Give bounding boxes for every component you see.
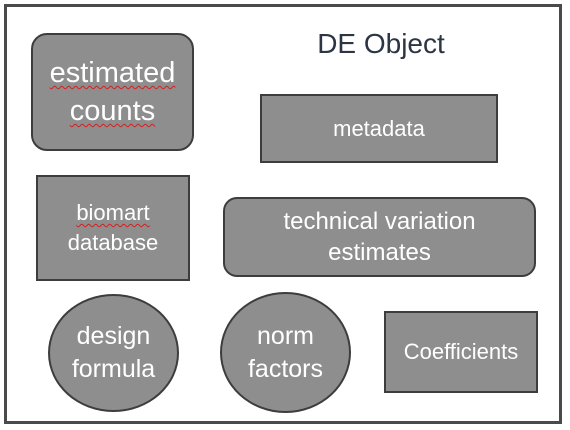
biomart-database-label: biomart database	[68, 198, 159, 258]
estimated-counts-line-1: estimated	[49, 57, 176, 89]
biomart-database-line-2: database	[67, 230, 159, 255]
technical-variation-estimates-label: technical variation estimates	[283, 206, 475, 268]
estimated-counts-label: estimated counts	[50, 54, 176, 130]
technical-variation-line-2: estimates	[328, 239, 431, 266]
norm-factors-label: norm factors	[248, 320, 323, 386]
norm-factors-line-1: norm	[257, 321, 314, 350]
estimated-counts-node: estimated counts	[31, 33, 194, 151]
coefficients-label: Coefficients	[403, 339, 519, 364]
coefficients-node: Coefficients	[384, 311, 538, 393]
metadata-label: metadata	[333, 115, 425, 141]
norm-factors-line-2: factors	[247, 354, 324, 383]
biomart-database-line-1: biomart	[76, 200, 150, 225]
design-formula-line-1: design	[76, 322, 151, 350]
technical-variation-estimates-node: technical variation estimates	[223, 197, 536, 277]
design-formula-node: design formula	[48, 294, 179, 412]
design-formula-line-2: formula	[71, 355, 156, 383]
estimated-counts-line-2: counts	[69, 95, 156, 127]
design-formula-label: design formula	[72, 320, 155, 386]
biomart-database-node: biomart database	[36, 175, 190, 281]
technical-variation-line-1: technical variation	[283, 208, 476, 235]
metadata-node: metadata	[260, 94, 498, 163]
diagram-title: DE Object	[317, 28, 445, 59]
norm-factors-node: norm factors	[220, 292, 351, 413]
